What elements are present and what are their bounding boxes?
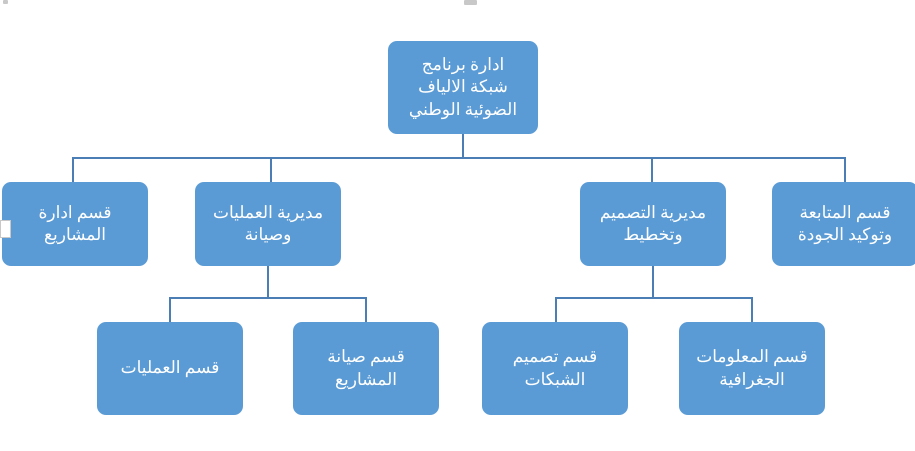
node-projects-admin[interactable]: قسم ادارة المشاريع [2, 182, 148, 266]
connector-drop-followup-quality [844, 157, 846, 182]
connector-drop-design-directorate [651, 157, 653, 182]
connector-design-stem [652, 266, 654, 298]
connector-operations-bus [169, 297, 367, 299]
connector-root-stem [462, 134, 464, 158]
selection-handle-left[interactable] [0, 220, 11, 238]
node-design-directorate-label: مديرية التصميم وتخطيط [599, 202, 707, 244]
connector-level2-bus [72, 157, 846, 159]
node-geographic-info[interactable]: قسم المعلومات الجغرافية [679, 322, 825, 415]
top-edge-artifact-left [3, 0, 8, 4]
node-projects-maintenance[interactable]: قسم صيانة المشاريع [293, 322, 439, 415]
node-root[interactable]: ادارة برنامج شبكة الالياف الضوئية الوطني [388, 41, 538, 134]
top-edge-artifact-center [464, 0, 477, 5]
connector-drop-projects-admin [72, 157, 74, 182]
node-operations-directorate-label: مديرية العمليات وصيانة [212, 202, 324, 244]
connector-drop-operations-dept [169, 297, 171, 322]
connector-drop-geographic-info [751, 297, 753, 322]
node-operations-dept[interactable]: قسم العمليات [97, 322, 243, 415]
node-geographic-info-label: قسم المعلومات الجغرافية [696, 347, 808, 389]
node-network-design-label: قسم تصميم الشبكات [512, 347, 598, 389]
node-followup-quality-label: قسم المتابعة وتوكيد الجودة [797, 202, 893, 244]
node-operations-directorate[interactable]: مديرية العمليات وصيانة [195, 182, 341, 266]
connector-design-bus [555, 297, 753, 299]
node-operations-dept-label: قسم العمليات [120, 358, 220, 378]
node-root-label: ادارة برنامج شبكة الالياف الضوئية الوطني [408, 54, 518, 119]
node-projects-maintenance-label: قسم صيانة المشاريع [327, 347, 405, 389]
node-network-design[interactable]: قسم تصميم الشبكات [482, 322, 628, 415]
connector-drop-network-design [555, 297, 557, 322]
node-design-directorate[interactable]: مديرية التصميم وتخطيط [580, 182, 726, 266]
connector-drop-operations-directorate [270, 157, 272, 182]
node-followup-quality[interactable]: قسم المتابعة وتوكيد الجودة [772, 182, 915, 266]
connector-drop-projects-maintenance [365, 297, 367, 322]
connector-operations-stem [267, 266, 269, 298]
node-projects-admin-label: قسم ادارة المشاريع [38, 202, 112, 244]
